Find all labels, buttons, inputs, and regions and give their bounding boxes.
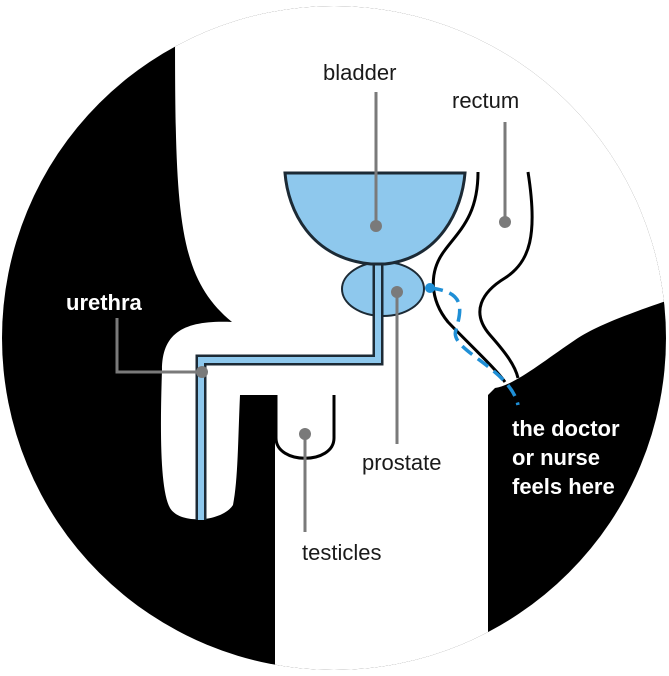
urethra-endpoint	[196, 366, 208, 378]
doctor-label-line-2: or nurse	[512, 445, 600, 470]
doctor-label-line-3: feels here	[512, 474, 615, 499]
exam-point-marker	[425, 283, 435, 293]
testicles-label: testicles	[302, 540, 381, 565]
doctor-label-line-1: the doctor	[512, 416, 620, 441]
prostate-endpoint	[391, 286, 403, 298]
bladder-endpoint	[370, 220, 382, 232]
rectum-endpoint	[499, 216, 511, 228]
rectum-label: rectum	[452, 88, 519, 113]
prostate-label: prostate	[362, 450, 442, 475]
bladder-label: bladder	[323, 60, 396, 85]
urethra-label: urethra	[66, 290, 143, 315]
testicles-endpoint	[299, 428, 311, 440]
